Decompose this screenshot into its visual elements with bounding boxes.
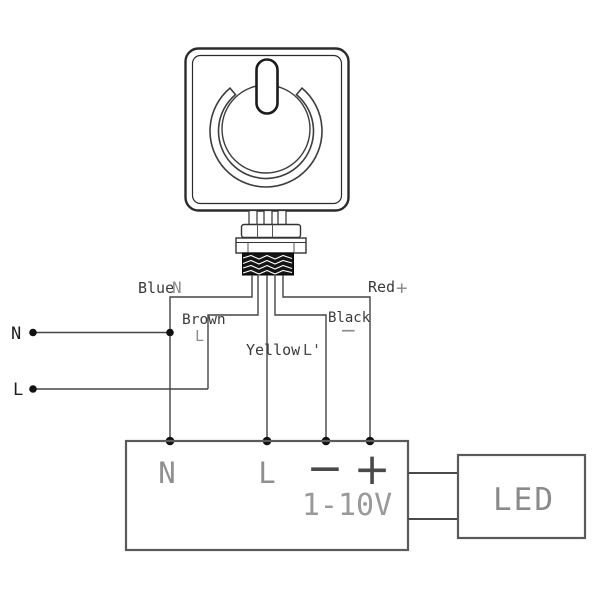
mains-n-label: N [11, 324, 21, 344]
label-blue: Blue [138, 279, 174, 297]
driver-dim-label: 1-10V [302, 488, 392, 523]
junction-dot [166, 328, 174, 337]
driver-box [124, 439, 410, 552]
mains-l-label: L [13, 380, 23, 400]
driver-terminal-plus: + [354, 444, 391, 495]
wiring [33, 275, 371, 441]
label-black-terminal: − [340, 318, 357, 342]
junction-dots [29, 328, 375, 446]
power-bar [255, 58, 279, 115]
stem-post [248, 209, 258, 226]
dimmer-device [184, 47, 350, 212]
wire-black [274, 275, 327, 441]
wire-red [282, 275, 371, 441]
driver-terminal-minus: − [307, 443, 344, 494]
stem-post [277, 209, 287, 226]
hex-nut [235, 237, 307, 254]
driver-terminal-n: N [158, 456, 175, 490]
thread-hatching [242, 254, 293, 275]
stem-post [263, 209, 273, 226]
power-button-icon [209, 58, 323, 188]
wire-brown [207, 275, 259, 389]
power-arc-ring [209, 86, 323, 188]
label-red: Red [368, 278, 395, 296]
label-red-terminal: + [396, 277, 407, 299]
label-brown: Brown [182, 312, 226, 328]
label-brown-terminal: L [195, 327, 204, 345]
led-box [456, 453, 587, 540]
wire-blue [169, 275, 253, 441]
mounting-assembly [235, 209, 307, 276]
label-blue-terminal: N [172, 278, 182, 297]
junction-dot [29, 385, 37, 393]
label-yellow: Yellow [246, 341, 301, 359]
led-connection-wires [408, 472, 458, 520]
threaded-shaft [242, 252, 294, 276]
device-inner-frame [191, 54, 343, 205]
junction-dot [29, 328, 37, 337]
collar-washer [240, 223, 302, 239]
led-label: LED [493, 482, 555, 518]
label-black: Black [328, 310, 371, 326]
label-yellow-terminal: L' [303, 341, 321, 359]
driver-terminal-l: L [258, 456, 275, 490]
